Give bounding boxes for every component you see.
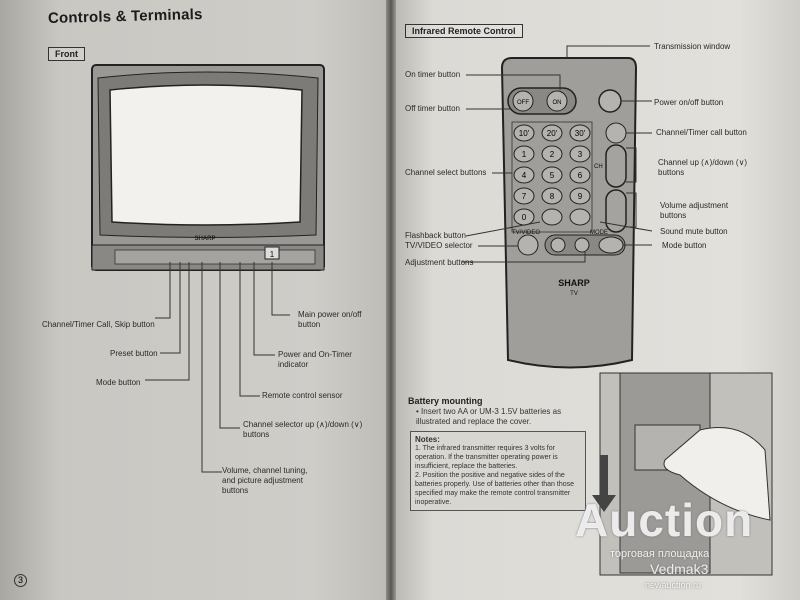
- callout-channel-timer-call: Channel/Timer Call, Skip button: [42, 320, 155, 329]
- callout-volume-tuning: Volume, channel tuning, and picture adju…: [222, 466, 308, 495]
- battery-text: Insert two AA or UM-3 1.5V batteries as …: [416, 407, 562, 426]
- remote-body: [500, 57, 638, 369]
- callout-off-timer: Off timer button: [405, 104, 460, 113]
- note-2: 2. Position the positive and negative si…: [415, 472, 575, 506]
- number-key: [513, 124, 535, 142]
- number-key-label: 2: [550, 150, 555, 159]
- flashback-button: [541, 208, 563, 226]
- svg-text:OFF: OFF: [517, 100, 529, 106]
- callout-volume: Volume adjustment buttons: [660, 201, 729, 220]
- callout-channel-selector: Channel selector up (∧)/down (∨) buttons: [243, 420, 363, 439]
- number-key: [541, 166, 563, 184]
- watermark-logo: Auction: [575, 494, 754, 546]
- mute-button: [569, 208, 591, 226]
- callout-preset: Preset button: [110, 349, 158, 358]
- number-key: [513, 187, 535, 205]
- power-button: [598, 89, 622, 113]
- callout-transmission-window: Transmission window: [654, 42, 731, 51]
- main-power-button: [264, 246, 280, 260]
- book-spine: [386, 0, 396, 600]
- adjust-up-button: [574, 237, 590, 253]
- callout-adjustment: Adjustment buttons: [405, 258, 474, 267]
- svg-text:SHARP: SHARP: [558, 278, 590, 288]
- callout-power: Power on/off button: [654, 98, 724, 107]
- number-key-label: 5: [550, 171, 555, 180]
- adjust-down-button: [550, 237, 566, 253]
- number-key: [569, 166, 591, 184]
- number-key: [513, 145, 535, 163]
- arrow-down-icon: [592, 455, 616, 512]
- number-key-label: 8: [550, 192, 555, 201]
- number-key-label: 9: [578, 192, 583, 201]
- section-remote: Infrared Remote Control: [405, 24, 523, 38]
- number-key-label: 10': [519, 129, 530, 138]
- remote-leader-lines: [462, 45, 653, 263]
- callout-power-indicator: Power and On-Timer indicator: [278, 350, 352, 369]
- callout-flashback: Flashback button: [405, 231, 466, 240]
- svg-text:TV/VIDEO: TV/VIDEO: [512, 230, 540, 236]
- callout-main-power: Main power on/off button: [298, 310, 362, 329]
- page-number-left: 3: [14, 574, 27, 587]
- section-front: Front: [48, 47, 85, 61]
- tv-screen: [109, 84, 303, 226]
- svg-text:ON: ON: [553, 100, 562, 106]
- callout-channel-select: Channel select buttons: [405, 168, 487, 177]
- svg-text:MODE: MODE: [590, 230, 608, 236]
- watermark-line3: newauction.ru: [645, 580, 702, 590]
- number-key-label: 7: [522, 192, 527, 201]
- callout-remote-sensor: Remote control sensor: [262, 391, 343, 400]
- svg-text:1: 1: [270, 250, 275, 259]
- volume-buttons: [605, 189, 627, 233]
- notes-title: Notes:: [415, 435, 440, 444]
- number-key-label: 0: [522, 213, 527, 222]
- watermark-line1: торговая площадка: [610, 548, 710, 560]
- number-key: [569, 145, 591, 163]
- number-key: [541, 187, 563, 205]
- callout-on-timer: On timer button: [405, 70, 461, 79]
- tv-brand: SHARP: [194, 236, 215, 242]
- number-key-label: 30': [575, 129, 586, 138]
- callout-channel-timer-call: Channel/Timer call button: [656, 128, 747, 137]
- number-key-label: 4: [522, 171, 527, 180]
- number-keys: 10' 20' 30' 1 2 3 4 5 6 7 8 9 0: [513, 124, 591, 226]
- mode-button: [598, 236, 624, 254]
- number-key: [513, 166, 535, 184]
- number-key-label: 20': [547, 129, 558, 138]
- number-key-label: 6: [578, 171, 583, 180]
- number-key-label: 1: [522, 150, 527, 159]
- channel-timer-call-button: [605, 122, 627, 144]
- hand-illustration: [663, 427, 771, 521]
- battery-instruction: • Insert two AA or UM-3 1.5V batteries a…: [416, 407, 562, 426]
- tv-video-button: [517, 234, 539, 256]
- battery-heading: Battery mounting: [408, 396, 483, 406]
- number-key-label: 3: [578, 150, 583, 159]
- off-timer-button: [512, 90, 534, 112]
- number-key: [541, 124, 563, 142]
- callout-mode: Mode button: [662, 241, 707, 250]
- notes-box: Notes: 1. The infrared transmitter requi…: [410, 431, 586, 511]
- callout-tv-video: TV/VIDEO selector: [405, 241, 473, 250]
- number-key: [541, 145, 563, 163]
- callout-mode: Mode button: [96, 378, 141, 387]
- tv-set: 1 SHARP: [91, 64, 325, 271]
- callout-mute: Sound mute button: [660, 227, 728, 236]
- on-timer-button: [546, 90, 568, 112]
- number-key: [569, 124, 591, 142]
- channel-up-down-buttons: [605, 144, 627, 188]
- watermark-line2: Vedmak3: [650, 561, 709, 577]
- svg-text:CH: CH: [594, 164, 603, 170]
- number-key: [569, 187, 591, 205]
- svg-text:TV: TV: [570, 291, 578, 297]
- callout-channel-up-down: Channel up (∧)/down (∨) buttons: [658, 158, 748, 177]
- note-1: 1. The infrared transmitter requires 3 v…: [415, 445, 558, 470]
- tv-leader-lines: [145, 262, 290, 473]
